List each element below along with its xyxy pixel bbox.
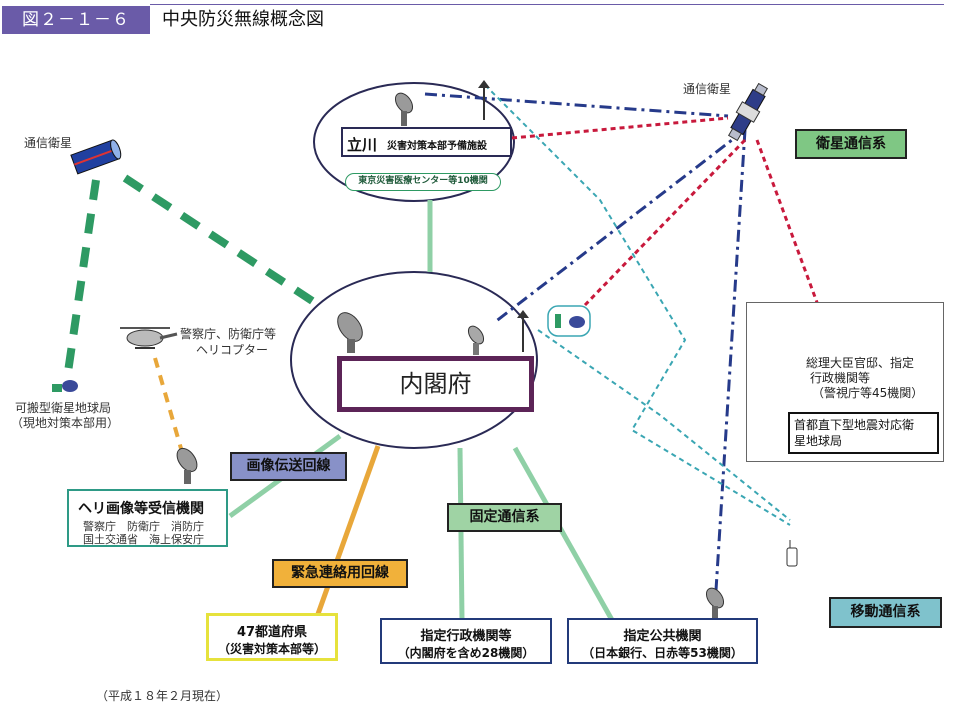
earth-station-icon	[547, 305, 591, 337]
mast-antenna-icon	[478, 80, 490, 120]
tachikawa-name: 立川	[347, 136, 378, 154]
heli-receiver-box: ヘリ画像等受信機関 警察庁 防衛庁 消防庁 国土交通省 海上保安庁	[67, 489, 228, 547]
red-link-2	[583, 138, 747, 307]
mobile-system-tag: 移動通信系	[829, 597, 942, 628]
red-link-3	[755, 139, 824, 317]
designated-gov-box: 指定行政機関等 （内閣府を含め28機関）	[380, 618, 552, 664]
designated-public-box: 指定公共機関 （日本銀行、日赤等53機関）	[567, 618, 758, 664]
mobile-link-2	[537, 329, 791, 521]
mast-antenna-icon	[517, 310, 529, 352]
satellite-icon	[70, 139, 122, 175]
satellite-system-tag: 衛星通信系	[795, 129, 907, 159]
right-satellite-label: 通信衛星	[683, 82, 732, 96]
prefectures-line1: 47都道府県	[236, 625, 308, 640]
pm-office-line1: 総理大臣官邸、指定	[806, 356, 915, 370]
dish-antenna-icon	[705, 587, 725, 618]
tachikawa-ellipse	[313, 82, 515, 202]
left-satellite-label: 通信衛星	[24, 136, 73, 150]
prefectures-line2: （災害対策本部等）	[217, 642, 326, 656]
tachikawa-facility: 災害対策本部予備施設	[387, 141, 487, 152]
quake-station-line2: 星地球局	[794, 434, 843, 448]
dish-antenna-icon	[467, 325, 485, 355]
portable-station-label-1: 可搬型衛星地球局	[15, 401, 112, 415]
helicopter-icon	[120, 327, 178, 349]
navy-link-2	[494, 128, 746, 324]
helicopter-label-1: 警察庁、防衛庁等	[180, 327, 277, 341]
heli-link	[153, 357, 184, 453]
figure-number: 図２－１－６	[2, 6, 150, 34]
mobile-link-1	[484, 84, 791, 526]
navy-link-1	[424, 92, 729, 118]
cabinet-office-box: 内閣府	[337, 356, 534, 412]
fixed-system-tag: 固定通信系	[447, 503, 562, 532]
quake-station-line1: 首都直下型地震対応衛	[794, 418, 915, 432]
figure-title: 中央防災無線概念図	[162, 9, 324, 30]
cabinet-ellipse	[290, 271, 538, 449]
portable-station-label-2: （現地対策本部用）	[11, 416, 120, 430]
red-link-1	[511, 116, 729, 140]
image-line-tag: 画像伝送回線	[230, 452, 347, 481]
as-of-note: （平成１８年２月現在）	[96, 689, 229, 703]
heli-receiver-row1: 警察庁 防衛庁 消防庁	[83, 520, 204, 533]
heli-receiver-row2: 国土交通省 海上保安庁	[83, 533, 204, 546]
pm-office-text: 総理大臣官邸、指定 行政機関等 （警視庁等45機関）	[806, 356, 938, 401]
designated-gov-line1: 指定行政機関等	[420, 629, 512, 644]
sat-link-cabinet	[122, 174, 323, 310]
pm-office-line3: （警視庁等45機関）	[812, 386, 924, 400]
helicopter-label-2: ヘリコプター	[196, 343, 269, 357]
prefectures-box: 47都道府県 （災害対策本部等）	[206, 613, 338, 661]
tokyo-medical-pill: 東京災害医療センター等10機関	[345, 173, 501, 191]
dish-antenna-icon	[176, 447, 198, 484]
header-rule	[150, 4, 944, 5]
designated-gov-line2: （内閣府を含め28機関）	[397, 646, 535, 660]
heli-receiver-title: ヘリ画像等受信機関	[78, 501, 204, 517]
dish-antenna-icon	[337, 312, 363, 353]
quake-station-box: 首都直下型地震対応衛 星地球局	[788, 412, 939, 454]
designated-public-line2: （日本銀行、日赤等53機関）	[582, 646, 743, 660]
portable-radio-icon	[786, 540, 798, 567]
designated-public-line1: 指定公共機関	[623, 629, 702, 644]
satellite-icon	[727, 82, 769, 142]
pm-office-line2: 行政機関等	[810, 371, 871, 385]
navy-link-3	[714, 129, 747, 591]
fixed-line-public	[512, 446, 615, 622]
sat-link-portable	[64, 179, 100, 373]
fixed-line-gov	[457, 447, 465, 621]
earth-station-icon	[52, 380, 78, 392]
tachikawa-box: 立川 災害対策本部予備施設	[341, 127, 512, 157]
emergency-line-tag: 緊急連絡用回線	[272, 559, 408, 588]
dish-antenna-icon	[394, 92, 414, 126]
